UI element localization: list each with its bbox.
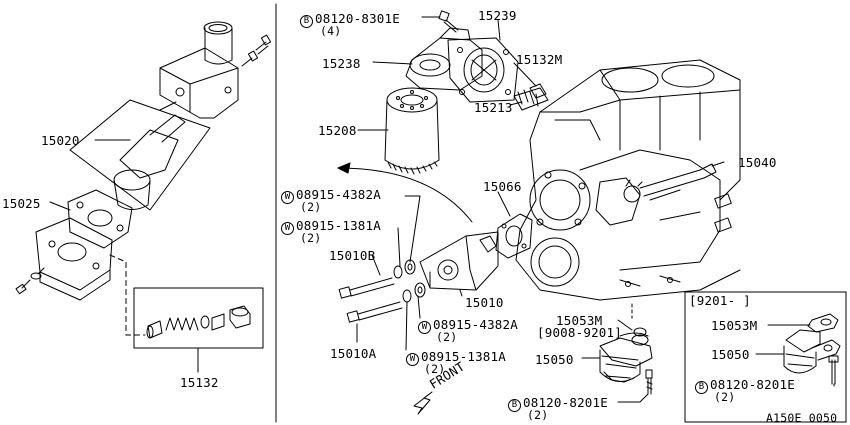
- leader-w1381a-bot: [405, 301, 408, 351]
- washer-mark-icon: W: [281, 191, 294, 204]
- bolt-8301e-number: 08120-8301E: [315, 11, 400, 26]
- inset-box: [684, 291, 847, 423]
- relief-valve-parts: [146, 305, 251, 339]
- leader-dashed: [109, 254, 146, 336]
- plug-and-spring: [513, 83, 549, 111]
- leader-w4382a-top: [404, 195, 421, 263]
- bolt-8301e: [438, 10, 459, 33]
- inset-bolt-number: 08120-8201E: [710, 377, 795, 392]
- label-bolt-8201e-qty: (2): [527, 408, 549, 422]
- label-washer-4382a-bot-qty: (2): [436, 330, 458, 344]
- label-15025: 15025: [2, 196, 41, 211]
- relief-valve-box: [133, 287, 264, 349]
- left-lower-bolts: [15, 267, 45, 295]
- label-15020: 15020: [41, 133, 80, 148]
- leader-15010b: [371, 254, 381, 276]
- flow-arrow: [337, 167, 473, 223]
- bolt-mark-icon: B: [508, 399, 521, 412]
- label-15010a: 15010A: [330, 346, 377, 361]
- inset-label-bolt-qty: (2): [714, 390, 736, 404]
- label-15010: 15010: [465, 295, 504, 310]
- leader-15066: [497, 191, 511, 217]
- washer-1381a-bot-number: 08915-1381A: [421, 349, 506, 364]
- oil-filter: [384, 87, 440, 175]
- label-15066: 15066: [483, 179, 522, 194]
- leader-15053m: [617, 319, 633, 331]
- inset-label-15050: 15050: [711, 347, 750, 362]
- bolt-15010a: [346, 301, 403, 323]
- leader-15010: [459, 289, 463, 297]
- leader-15239: [497, 19, 501, 41]
- oil-pump: [419, 231, 499, 291]
- label-bolt-8301e-qty: (4): [320, 24, 342, 38]
- washers: [393, 259, 426, 303]
- leader-15213: [509, 101, 523, 106]
- washer-4382a-top-number: 08915-4382A: [296, 187, 381, 202]
- flow-arrow-head: [337, 162, 351, 174]
- front-arrow: [413, 391, 433, 415]
- diagram-code: A150E 0050: [766, 411, 838, 425]
- leader-15025: [49, 201, 71, 211]
- leader-15238: [372, 61, 413, 65]
- rotor-box: [69, 99, 211, 211]
- leader-8201: [617, 393, 649, 403]
- label-15208: 15208: [318, 123, 357, 138]
- inset-label-15053m: 15053M: [711, 318, 758, 333]
- label-washer-4382a-top-qty: (2): [300, 200, 322, 214]
- bolt-8201e-number: 08120-8201E: [523, 395, 608, 410]
- engine-block: [515, 59, 741, 301]
- label-washer-1381a-bot-qty: (2): [424, 362, 446, 376]
- label-15010b: 15010B: [329, 248, 376, 263]
- oil-strainer: [599, 327, 653, 383]
- label-15239: 15239: [478, 8, 517, 23]
- label-range-9008: [9008-9201]: [537, 325, 622, 340]
- label-15132: 15132: [180, 375, 219, 390]
- label-15238: 15238: [322, 56, 361, 71]
- washer-mark-icon: W: [418, 321, 431, 334]
- leader-w1381a-top: [397, 227, 401, 267]
- filter-bracket: [405, 27, 483, 91]
- strainer-bolt: [645, 369, 653, 395]
- inset-header: [9201- ]: [689, 293, 751, 308]
- label-15040: 15040: [738, 155, 777, 170]
- pump-drive-housing: [159, 21, 239, 119]
- leader-w4382a-bot: [417, 295, 421, 319]
- bolt-mark-icon: B: [695, 381, 708, 394]
- bolt-15010b: [338, 277, 395, 299]
- washer-mark-icon: W: [406, 353, 419, 366]
- leader-15132m: [513, 62, 537, 87]
- label-15050: 15050: [535, 352, 574, 367]
- bolt-mark-icon: B: [300, 15, 313, 28]
- washer-4382a-bot-number: 08915-4382A: [433, 317, 518, 332]
- pump-gasket: [495, 213, 533, 259]
- drive-shaft: [623, 163, 717, 203]
- housing-bolt: [241, 34, 272, 67]
- washer-1381a-top-number: 08915-1381A: [296, 218, 381, 233]
- label-15053m: 15053M: [556, 313, 603, 328]
- washer-mark-icon: W: [281, 222, 294, 235]
- label-15132m: 15132M: [516, 52, 563, 67]
- label-washer-1381a-top-qty: (2): [300, 231, 322, 245]
- inset-strainer: [783, 313, 841, 385]
- pump-cover: [35, 189, 133, 301]
- filter-gasket: [447, 37, 519, 103]
- label-15213: 15213: [474, 100, 513, 115]
- leader-15040: [711, 161, 725, 167]
